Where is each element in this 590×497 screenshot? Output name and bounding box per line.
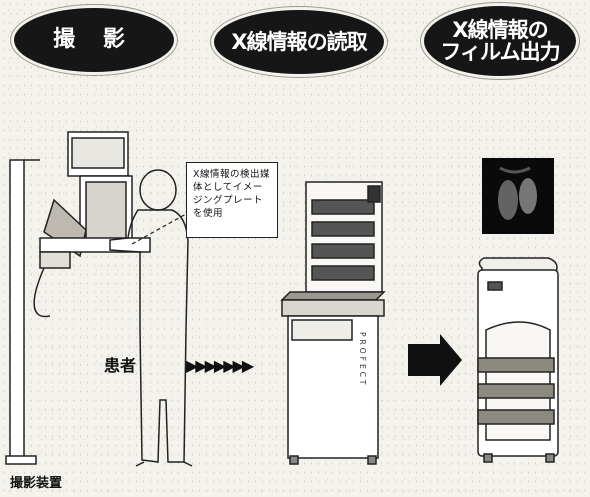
reader-brand-label: PROFECT	[358, 332, 367, 388]
stage-film-output-label-line1: X線情報の	[452, 17, 548, 42]
patient-figure	[109, 169, 193, 467]
stage-film-output-label-line2: フィルム出力	[440, 40, 560, 64]
patient-label: 患者	[104, 356, 137, 375]
stage-reading-oval: X線情報の読取	[214, 10, 384, 74]
patient-body	[109, 209, 189, 463]
device-cable	[33, 267, 51, 318]
film-printer	[477, 257, 559, 463]
output-arrow	[408, 334, 462, 386]
printer-tray-2	[477, 383, 555, 399]
device-bucky	[39, 237, 151, 253]
imaging-device-label: 撮影装置	[10, 476, 63, 491]
device-column	[9, 159, 25, 461]
callout-leader	[131, 213, 187, 245]
stage-film-output-oval: X線情報の フィルム出力	[424, 6, 576, 76]
device-base	[5, 455, 37, 465]
xray-film	[482, 158, 554, 234]
stage-reading-label: X線情報の読取	[231, 29, 367, 54]
patient-head	[139, 169, 177, 211]
printer-tray-3	[477, 409, 555, 425]
callout-text: X線情報の検出媒体としてイメージングプレートを使用	[193, 169, 271, 219]
stage-imaging-oval: 撮 影	[14, 8, 174, 72]
flow-arrows: ▶▶▶▶▶▶▶	[186, 356, 254, 375]
reader-device	[280, 181, 386, 465]
imaging-device	[5, 131, 151, 465]
printer-tray-1	[477, 357, 555, 373]
imaging-plate-callout: X線情報の検出媒体としてイメージングプレートを使用	[186, 162, 278, 238]
stage-imaging-label: 撮 影	[53, 27, 135, 53]
